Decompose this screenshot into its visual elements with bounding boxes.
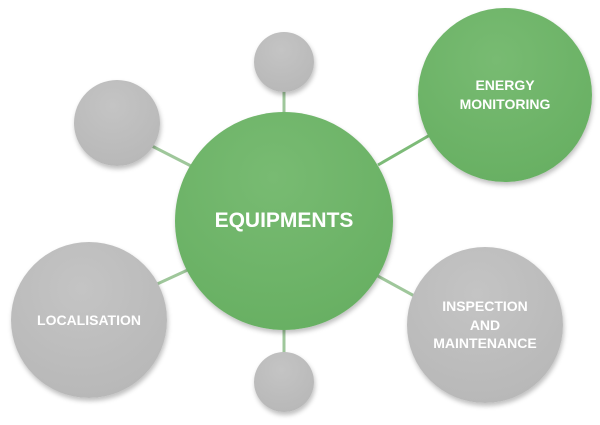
inspection-label-line3: MAINTENANCE	[433, 335, 537, 352]
small-node-top-left	[74, 80, 160, 166]
node-energy-monitoring: ENERGY MONITORING	[418, 8, 592, 182]
energy-label-line1: ENERGY	[475, 77, 535, 94]
center-node-equipments: EQUIPMENTS	[175, 112, 393, 330]
inspection-label-line1: INSPECTION	[442, 297, 528, 314]
center-label: EQUIPMENTS	[214, 209, 354, 232]
node-inspection-maintenance: INSPECTION AND MAINTENANCE	[407, 247, 563, 403]
connector-energy	[377, 133, 431, 167]
connector-localisation	[154, 266, 193, 287]
inspection-label-line2: AND	[469, 316, 501, 333]
small-node-top	[254, 32, 314, 92]
connector-top-left	[149, 143, 196, 170]
node-localisation: LOCALISATION	[11, 242, 167, 398]
small-node-bottom	[254, 352, 314, 412]
localisation-label: LOCALISATION	[37, 312, 141, 328]
energy-label-line2: MONITORING	[459, 96, 551, 112]
connector-inspection	[375, 273, 419, 300]
